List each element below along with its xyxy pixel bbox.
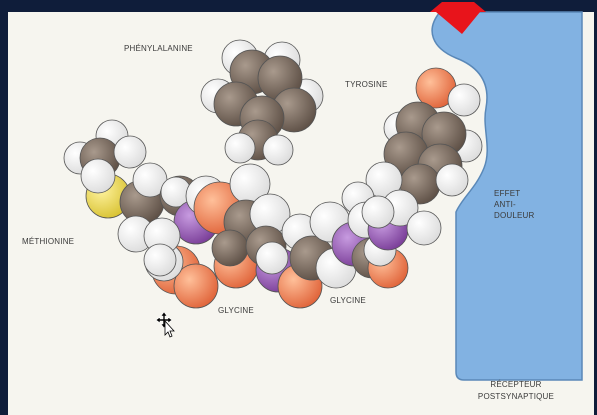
label-glycine-2: GLYCINE [330, 296, 366, 305]
atoms [64, 40, 482, 308]
recepteur-line-2: POSTSYNAPTIQUE [466, 391, 566, 403]
label-recepteur-postsynaptique: RÉCEPTEUR POSTSYNAPTIQUE [466, 379, 566, 403]
label-glycine-1: GLYCINE [218, 306, 254, 315]
move-cursor-icon [156, 312, 174, 337]
label-tyrosine: TYROSINE [345, 80, 388, 89]
effet-line-1: EFFET [494, 188, 535, 199]
label-methionine: MÉTHIONINE [22, 237, 74, 246]
label-phenylalanine: PHÉNYLALANINE [124, 44, 193, 53]
recepteur-line-1: RÉCEPTEUR [466, 379, 566, 391]
red-arrow-icon [430, 2, 486, 12]
effet-line-3: DOULEUR [494, 210, 535, 221]
effet-line-2: ANTI- [494, 199, 535, 210]
label-effet-anti-douleur: EFFET ANTI- DOULEUR [494, 188, 535, 221]
